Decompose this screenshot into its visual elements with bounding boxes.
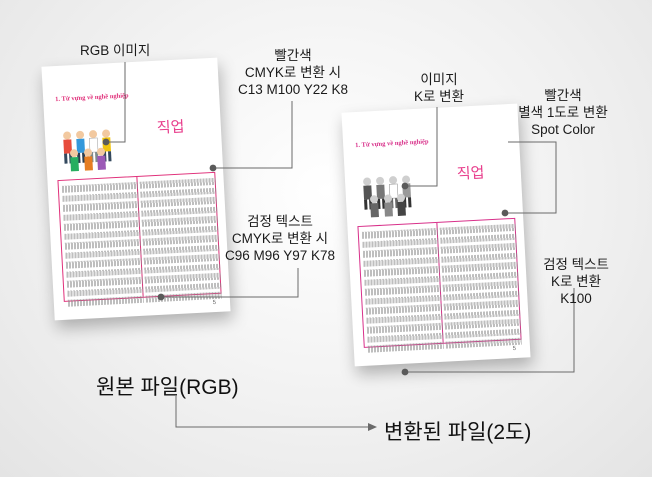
people-illustration-color — [63, 129, 112, 172]
page-number: 5 — [212, 299, 217, 307]
people-illustration-grayscale — [363, 175, 412, 218]
vocabulary-table — [357, 217, 522, 353]
vocabulary-table — [57, 171, 222, 307]
label-black-k: 검정 텍스트 K로 변환 K100 — [543, 257, 609, 306]
caption-converted: 변환된 파일(2도) — [384, 421, 532, 444]
page-heading: 1. Từ vựng về nghề nghiệp — [355, 138, 429, 150]
page-number: 5 — [512, 345, 517, 353]
page-heading: 1. Từ vựng về nghề nghiệp — [55, 92, 129, 104]
label-red-cmyk: 빨간색 CMYK로 변환 시 C13 M100 Y22 K8 — [237, 48, 349, 97]
page-title: 직업 — [456, 163, 485, 183]
label-black-cmyk: 검정 텍스트 CMYK로 변환 시 C96 M96 Y97 K78 — [224, 214, 336, 263]
converted-page: 1. Từ vựng về nghề nghiệp 직업 5 — [341, 103, 531, 367]
label-red-spot: 빨간색 별색 1도로 변환 Spot Color — [518, 88, 608, 137]
original-page: 1. Từ vựng về nghề nghiệp 직업 5 — [41, 57, 231, 321]
page-title: 직업 — [156, 117, 185, 137]
caption-original: 원본 파일(RGB) — [96, 376, 239, 399]
label-rgb-image: RGB 이미지 — [80, 43, 151, 58]
label-image-k: 이미지 K로 변환 — [413, 72, 464, 104]
